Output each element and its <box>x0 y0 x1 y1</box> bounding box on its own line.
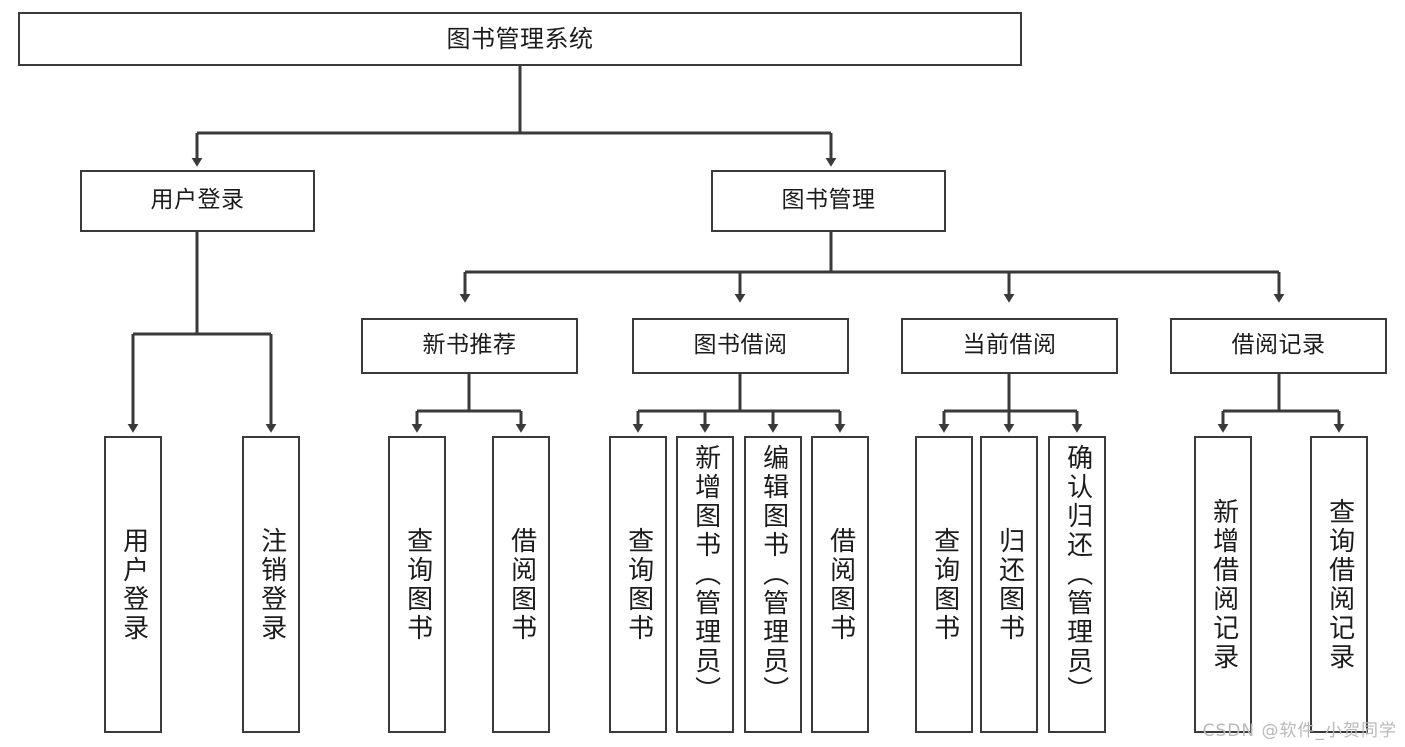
leaf-book-borrow-edit-book-admin[interactable]: 编辑图书（管理员） <box>744 436 802 733</box>
node-label: 用户登录 <box>118 526 149 643</box>
node-label: 用户登录 <box>150 187 245 214</box>
leaf-user-login-login[interactable]: 用户登录 <box>104 436 162 733</box>
node-book-management[interactable]: 图书管理 <box>711 170 946 232</box>
node-label: 注销登录 <box>256 526 287 643</box>
node-label: 确认归还（管理员） <box>1062 444 1093 705</box>
leaf-book-borrow-borrow-book[interactable]: 借阅图书 <box>811 436 869 733</box>
node-label: 查询借阅记录 <box>1324 497 1355 672</box>
leaf-borrow-record-add-record[interactable]: 新增借阅记录 <box>1194 436 1252 733</box>
node-label: 新书推荐 <box>422 332 517 359</box>
node-book-borrow[interactable]: 图书借阅 <box>632 318 849 374</box>
node-label: 图书管理系统 <box>446 24 594 53</box>
node-label: 当前借阅 <box>962 332 1057 359</box>
leaf-current-borrow-confirm-return-admin[interactable]: 确认归还（管理员） <box>1048 436 1106 733</box>
node-root-book-management-system[interactable]: 图书管理系统 <box>18 12 1022 66</box>
node-borrow-record[interactable]: 借阅记录 <box>1170 318 1387 374</box>
leaf-borrow-record-query-record[interactable]: 查询借阅记录 <box>1310 436 1368 733</box>
leaf-user-login-logout[interactable]: 注销登录 <box>242 436 300 733</box>
node-new-book-recommend[interactable]: 新书推荐 <box>361 318 578 374</box>
node-label: 图书管理 <box>781 187 876 214</box>
node-label: 新增借阅记录 <box>1208 497 1239 672</box>
node-user-login[interactable]: 用户登录 <box>80 170 315 232</box>
leaf-current-borrow-return-book[interactable]: 归还图书 <box>980 436 1038 733</box>
csdn-watermark: CSDN @软件_小贺同学 <box>1202 721 1397 741</box>
node-current-borrow[interactable]: 当前借阅 <box>901 318 1118 374</box>
node-label: 新增图书（管理员） <box>690 444 721 705</box>
leaf-current-borrow-query-book[interactable]: 查询图书 <box>915 436 973 733</box>
node-label: 借阅图书 <box>825 526 856 643</box>
node-label: 查询图书 <box>929 526 960 643</box>
leaf-book-borrow-query-book[interactable]: 查询图书 <box>609 436 667 733</box>
node-label: 编辑图书（管理员） <box>758 444 789 705</box>
node-label: 查询图书 <box>623 526 654 643</box>
node-label: 图书借阅 <box>693 332 788 359</box>
node-label: 借阅记录 <box>1231 332 1326 359</box>
node-label: 查询图书 <box>402 526 433 643</box>
leaf-new-book-borrow-book[interactable]: 借阅图书 <box>492 436 550 733</box>
leaf-book-borrow-add-book-admin[interactable]: 新增图书（管理员） <box>676 436 734 733</box>
node-label: 归还图书 <box>994 526 1025 643</box>
node-label: 借阅图书 <box>506 526 537 643</box>
leaf-new-book-query-book[interactable]: 查询图书 <box>388 436 446 733</box>
